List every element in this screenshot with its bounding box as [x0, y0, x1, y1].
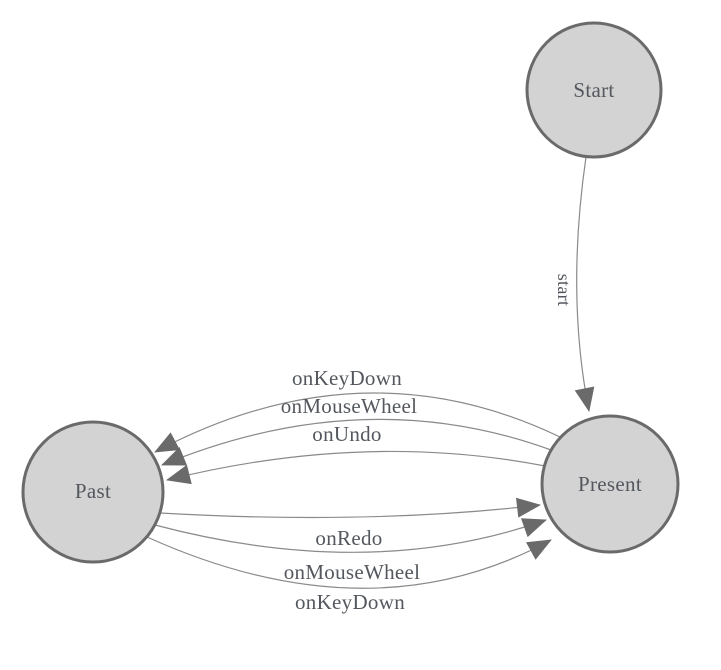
edge-label-start: start: [554, 274, 574, 307]
edge-present-to-past-onmousewheel: [161, 418, 552, 466]
edge-layer: [146, 156, 595, 589]
state-node-past: [21, 420, 165, 564]
state-node-present: [540, 414, 680, 554]
node-label-present: Present: [578, 472, 642, 496]
edge-label-onundo: onUndo: [312, 422, 381, 446]
edge-label-onkeydown-bottom: onKeyDown: [295, 590, 405, 614]
edge-present-to-past-onundo: [166, 450, 546, 485]
node-label-start: Start: [573, 78, 614, 102]
edge-label-onkeydown-top: onKeyDown: [292, 366, 402, 390]
edge-label-layer: start onKeyDown onMouseWheel onUndo onRe…: [281, 274, 574, 614]
edge-past-to-present-onredo: [159, 497, 541, 519]
edge-present-to-past-onkeydown: [154, 392, 561, 453]
node-layer: Start Present Past: [21, 21, 680, 564]
edge-past-to-present-onmousewheel: [154, 518, 547, 553]
edge-label-onmousewheel-bottom: onMouseWheel: [284, 560, 421, 584]
edge-past-to-present-onkeydown: [146, 536, 552, 589]
edge-label-onmousewheel-top: onMouseWheel: [281, 394, 418, 418]
state-node-start: [525, 21, 663, 159]
edge-label-onredo: onRedo: [315, 526, 382, 550]
edge-start-to-present: [574, 156, 595, 412]
node-label-past: Past: [75, 479, 111, 503]
